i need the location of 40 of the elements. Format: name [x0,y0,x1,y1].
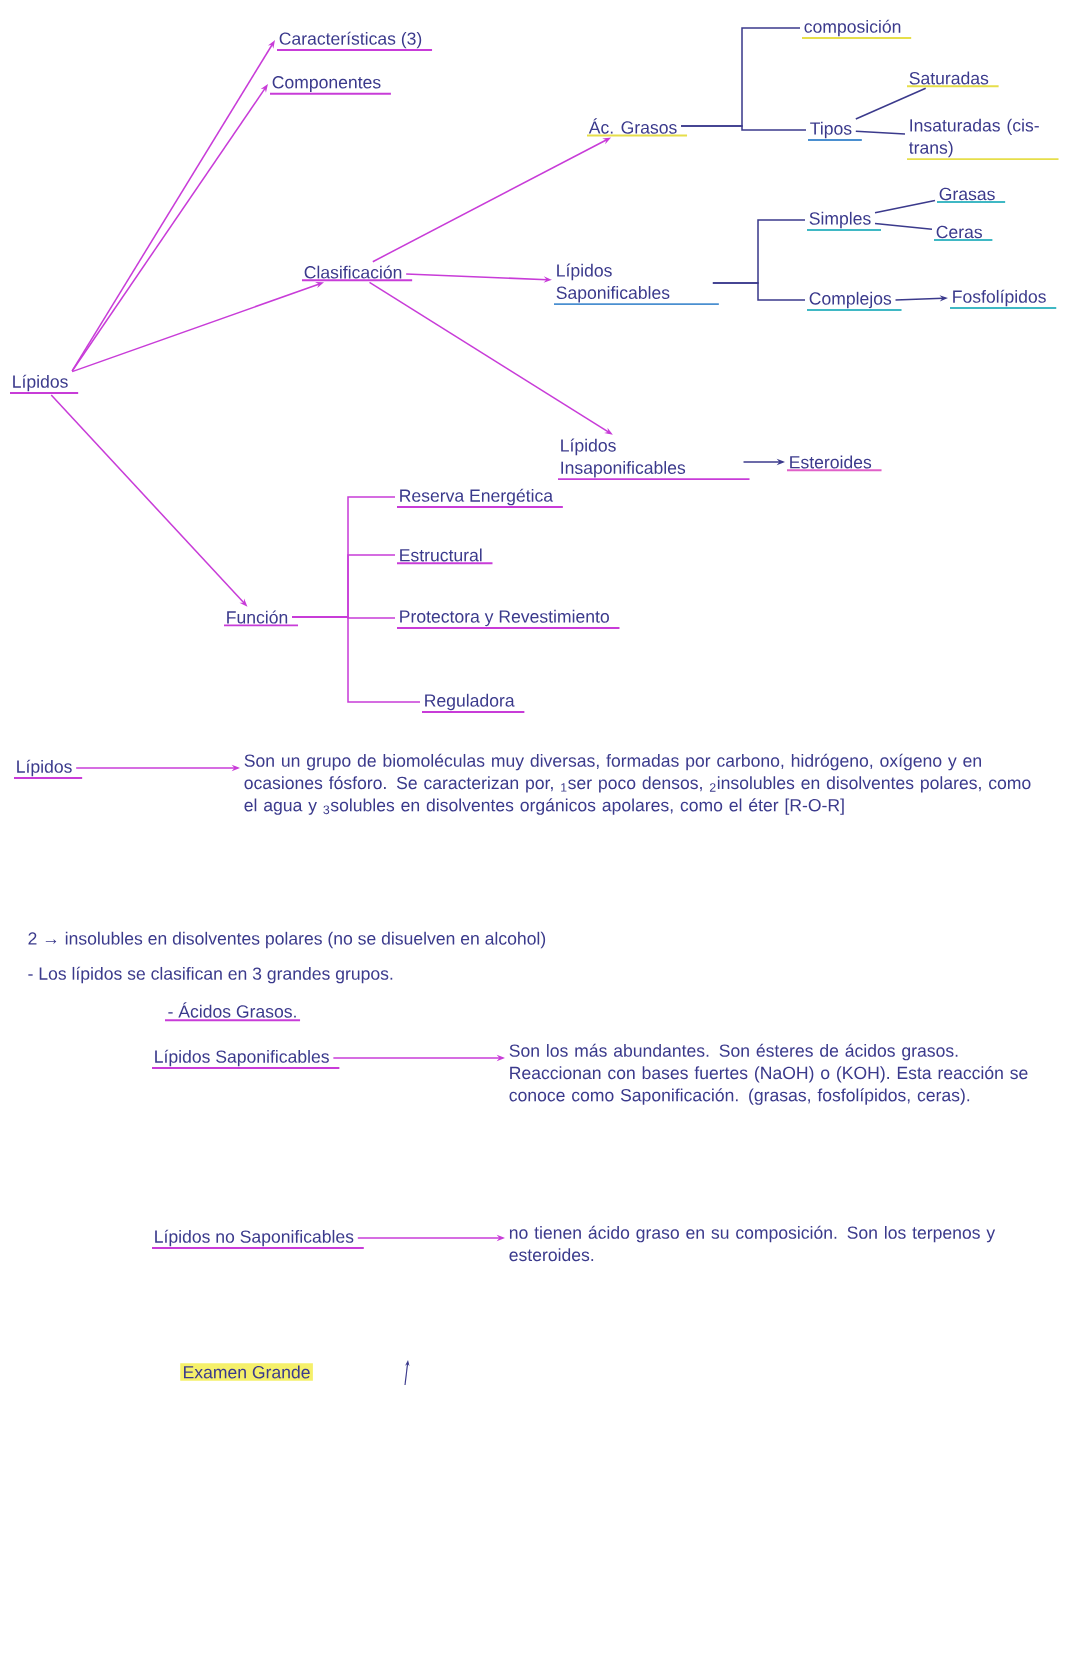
connector-line [855,130,906,135]
topic-label: Componentes [269,76,392,95]
topic-label: Lípidos [9,374,80,394]
topic-label: Tipos [807,121,863,141]
topic-label: Grasas [936,187,1007,203]
topic-label: Lípidos [13,759,84,779]
arrow [71,84,268,372]
topic-label: Lípidos Saponificables [553,263,720,306]
note-text: - Ácidos Grasos. [164,1002,301,1022]
topic-label: Ceras [933,225,994,241]
topic-label: Esteroides [786,455,883,472]
topic-label: Simples [806,211,882,231]
topic-label: Función [223,610,299,627]
connector-line [874,199,936,214]
topic-label: Complejos [806,291,903,311]
topic-label: Estructural [396,548,494,565]
topic-label: composición [801,19,913,39]
topic-label: Lípidos no Saponificables [151,1229,365,1249]
connector-line [680,125,807,131]
topic-label: Características (3) [276,31,433,51]
topic-label: Reserva Energética [396,488,564,508]
topic-label: Fosfolípidos [949,289,1058,309]
connector-line [874,222,933,231]
note-paragraph: no tienen ácido graso en su composición. Son los terpenos y esteroides. [509,1225,996,1262]
note-paragraph: Son un grupo de biomoléculas muy diversas, formadas por carbono, hidrógeno, oxígeno y en ocasiones fósforo. Se caracterizan por, $_{1}$ser poco densos, $_{2}$insolubles en disolventes polares, como el agua y $_{3}$solubles en disolventes orgánicos apolares, como el éter [R-O-R] [244,753,1031,815]
connector-line [291,616,421,703]
topic-label: Saturadas [906,71,1000,88]
topic-label: Lípidos Saponificables [151,1049,341,1069]
topic-label: Lípidos Insaponificables [557,438,751,481]
note-text: - Los lípidos se clasifican en 3 grandes grupos. [28,966,393,984]
topic-label: Ác. Grasos [586,118,688,137]
connector-line [855,87,927,120]
topic-label: Clasificación [301,265,414,282]
note-paragraph: Son los más abundantes. Son ésteres de ácidos grasos. Reaccionan con bases fuertes (NaOH) o (KOH). Esta reacción se conoce como Saponificación. (grasas, fosfolípidos, ceras). [509,1043,1028,1105]
connector-line [712,282,806,301]
topic-label: Insaturadas (cis-trans) [906,118,1060,160]
topic-label: Reguladora [421,693,526,713]
highlighted-note: Examen Grande [180,1363,313,1381]
topic-label: Protectora y Revestimiento [396,609,621,629]
note-text: 2 → insolubles en disolventes polares (no se disuelven en alcohol) [28,931,546,949]
